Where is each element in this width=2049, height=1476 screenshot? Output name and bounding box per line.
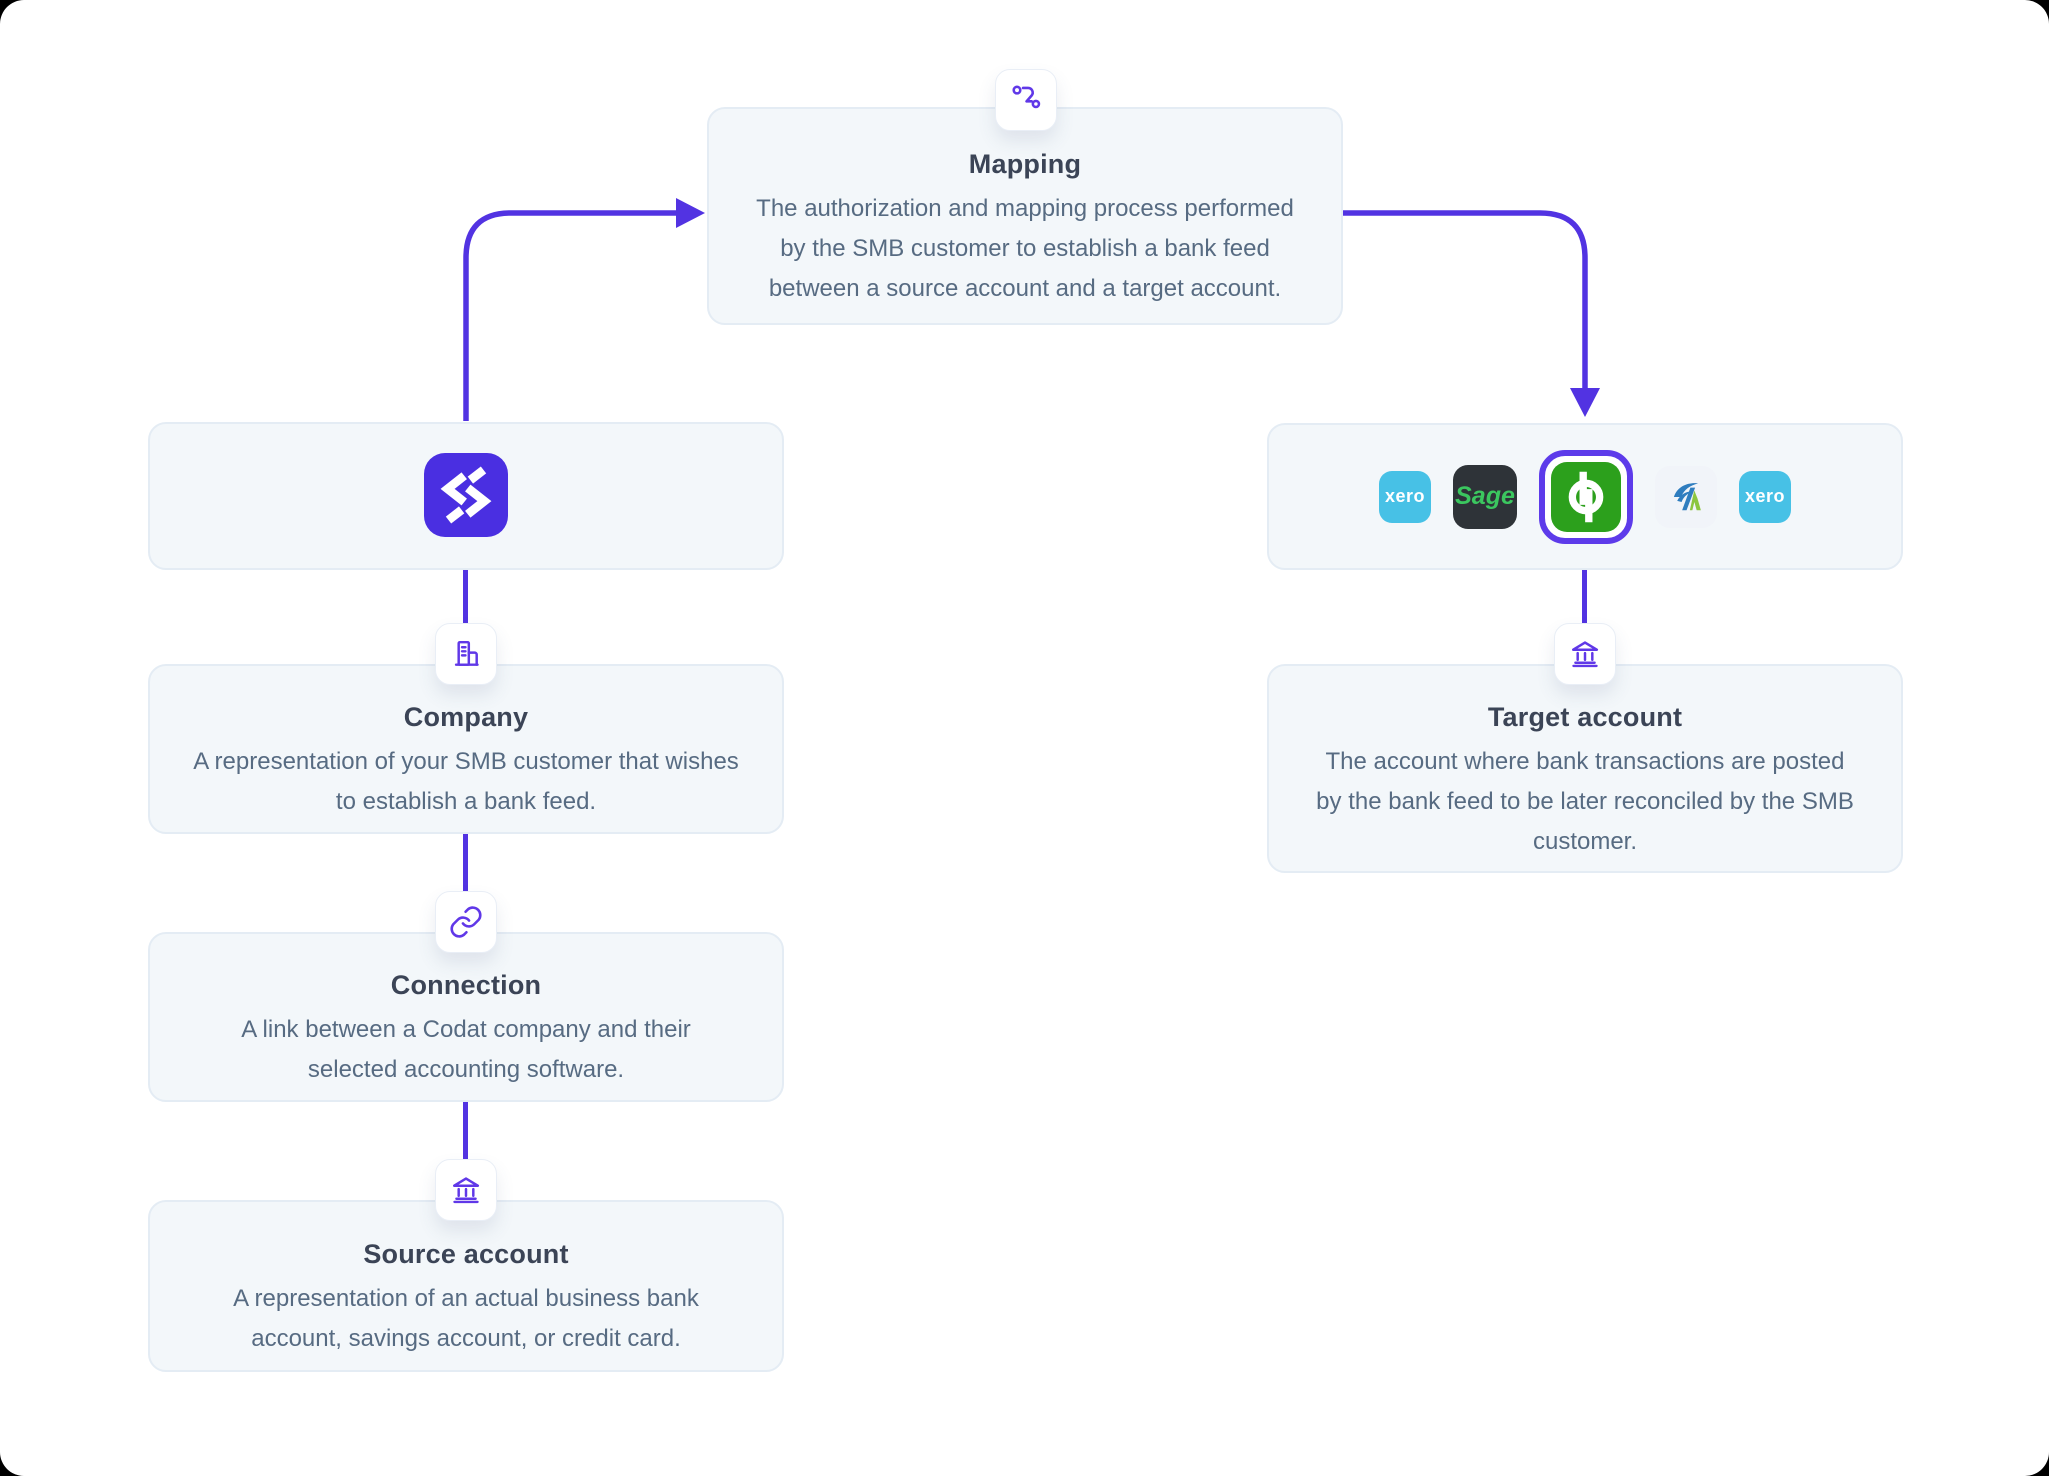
freeagent-logo: [1655, 465, 1717, 528]
company-chip: [435, 623, 497, 685]
sage-logo: Sage: [1453, 464, 1517, 529]
source-account-card: Source account A representation of an ac…: [148, 1200, 784, 1372]
xero-logo: xero: [1739, 470, 1791, 523]
connector-codat-company: [463, 570, 468, 640]
connector-logos-target: [1582, 570, 1587, 640]
connection-title: Connection: [390, 970, 542, 1000]
bank-icon: [1571, 641, 1599, 668]
link-icon: [450, 906, 482, 938]
mapping-title: Mapping: [968, 149, 1082, 179]
target-account-description: The account where bank transactions are …: [1316, 747, 1854, 855]
connection-description: A link between a Codat company and their…: [241, 1016, 691, 1083]
codat-logo-tile: [424, 453, 508, 537]
xero-logo: xero: [1379, 470, 1431, 523]
company-description: A representation of your SMB customer th…: [193, 748, 739, 815]
connector-connection-source: [463, 1102, 468, 1174]
target-account-card: Target account The account where bank tr…: [1267, 664, 1903, 873]
target-account-title: Target account: [1487, 701, 1683, 732]
platform-logos-card: xero Sage xero: [1267, 423, 1903, 570]
connector-company-connection: [463, 834, 468, 906]
mapping-card: Mapping The authorization and mapping pr…: [707, 107, 1343, 325]
route-icon: [1012, 85, 1041, 109]
connection-card: Connection A link between a Codat compan…: [148, 932, 784, 1102]
target-account-chip: [1554, 623, 1616, 685]
bank-icon: [452, 1177, 480, 1204]
quickbooks-selected-ring[interactable]: [1539, 449, 1633, 544]
building-icon: [454, 640, 479, 666]
source-account-chip: [435, 1159, 497, 1221]
mapping-chip: [995, 69, 1057, 131]
mapping-description: The authorization and mapping process pe…: [756, 195, 1294, 302]
connection-chip: [435, 891, 497, 953]
source-account-description: A representation of an actual business b…: [233, 1285, 699, 1352]
codat-logo: [440, 466, 492, 524]
quickbooks-logo: [1551, 461, 1621, 532]
source-account-title: Source account: [363, 1239, 569, 1269]
company-title: Company: [403, 702, 529, 732]
company-card: Company A representation of your SMB cus…: [148, 664, 784, 834]
